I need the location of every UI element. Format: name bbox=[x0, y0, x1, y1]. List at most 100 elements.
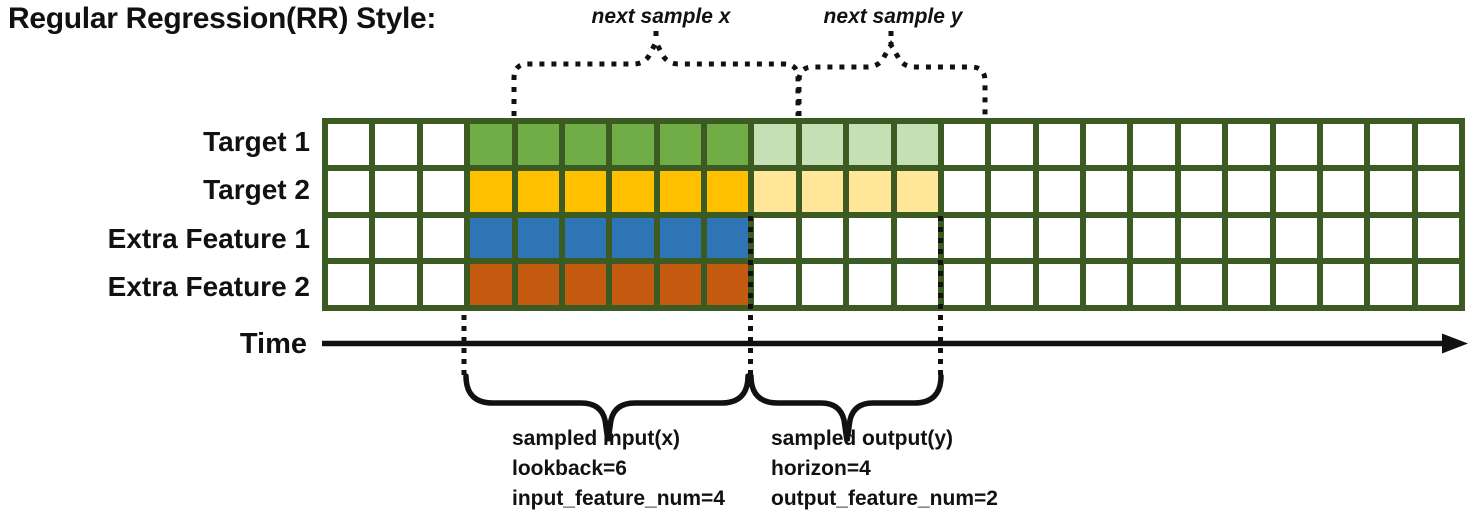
next-sample-y-brace bbox=[796, 40, 988, 116]
grid-cell bbox=[707, 217, 749, 259]
grid-cell bbox=[1275, 124, 1317, 165]
grid-cell bbox=[1086, 170, 1128, 212]
grid-cell bbox=[1275, 170, 1317, 212]
next-sample-y-label: next sample y bbox=[823, 5, 963, 28]
row-label-target-1: Target 1 bbox=[203, 126, 310, 157]
grid-cell bbox=[517, 264, 559, 305]
grid-cell bbox=[659, 124, 701, 165]
grid-cell bbox=[659, 217, 701, 259]
time-axis-label: Time bbox=[239, 328, 307, 360]
grid-cell bbox=[1133, 264, 1175, 305]
grid-cell bbox=[896, 264, 938, 305]
grid-cell bbox=[612, 170, 654, 212]
grid-cell bbox=[801, 124, 844, 165]
grid-cell bbox=[1038, 264, 1080, 305]
grid-cell bbox=[754, 124, 796, 165]
row-label-extra-feature-1: Extra Feature 1 bbox=[107, 222, 310, 254]
grid-cell bbox=[1370, 124, 1412, 165]
grid-cell bbox=[1086, 264, 1128, 305]
grid-cell bbox=[754, 170, 796, 212]
sampled-input-line-1: sampled input(x) bbox=[512, 427, 681, 450]
next-sample-x-brace bbox=[511, 36, 801, 116]
grid-cell bbox=[1370, 264, 1412, 305]
grid-cell bbox=[896, 124, 938, 165]
grid-cell bbox=[1180, 170, 1223, 212]
data-grid bbox=[322, 118, 1465, 311]
diagram-title: Regular Regression(RR) Style: bbox=[8, 2, 437, 35]
grid-cell bbox=[1322, 124, 1365, 165]
grid-cell bbox=[707, 264, 749, 305]
grid-cell bbox=[328, 217, 370, 259]
grid-cell bbox=[1417, 264, 1459, 305]
grid-cell bbox=[943, 264, 986, 305]
grid-cell bbox=[375, 264, 417, 305]
grid-cell bbox=[849, 170, 891, 212]
row-label-target-2: Target 2 bbox=[203, 174, 310, 205]
grid-cell bbox=[422, 217, 465, 259]
grid-cell bbox=[564, 217, 607, 259]
grid-cell bbox=[754, 217, 796, 259]
time-axis-arrowhead bbox=[1442, 333, 1468, 354]
grid-cell bbox=[801, 264, 844, 305]
grid-cell bbox=[422, 124, 465, 165]
grid-cell bbox=[1086, 217, 1128, 259]
grid-cell bbox=[470, 264, 512, 305]
sampled-output-line-1: sampled output(y) bbox=[771, 427, 953, 450]
grid-cell bbox=[707, 124, 749, 165]
grid-cell bbox=[943, 170, 986, 212]
grid-cell bbox=[564, 170, 607, 212]
grid-cell bbox=[328, 170, 370, 212]
grid-cell bbox=[801, 170, 844, 212]
grid-cell bbox=[1180, 217, 1223, 259]
grid-cell bbox=[328, 124, 370, 165]
grid-cell bbox=[659, 170, 701, 212]
grid-cell bbox=[849, 217, 891, 259]
grid-cell bbox=[943, 217, 986, 259]
grid-cell bbox=[422, 264, 465, 305]
next-sample-x-label: next sample x bbox=[591, 5, 731, 28]
grid-cell bbox=[612, 124, 654, 165]
grid-cell bbox=[1417, 170, 1459, 212]
grid-cell bbox=[1370, 217, 1412, 259]
grid-cell bbox=[991, 124, 1033, 165]
grid-cell bbox=[1370, 170, 1412, 212]
grid-cell bbox=[1228, 264, 1270, 305]
grid-cell bbox=[470, 170, 512, 212]
grid-cell bbox=[1180, 264, 1223, 305]
grid-cell bbox=[1133, 217, 1175, 259]
grid-cell bbox=[612, 264, 654, 305]
row-label-extra-feature-2: Extra Feature 2 bbox=[107, 271, 310, 302]
grid-cell bbox=[1228, 170, 1270, 212]
sampled-output-line-2: horizon=4 bbox=[771, 457, 871, 480]
grid-cell bbox=[943, 124, 986, 165]
sampled-output-line-3: output_feature_num=2 bbox=[771, 487, 998, 510]
grid-cell bbox=[1322, 217, 1365, 259]
grid-cell bbox=[1275, 264, 1317, 305]
grid-cell bbox=[849, 264, 891, 305]
grid-cell bbox=[1180, 124, 1223, 165]
grid-cell bbox=[1038, 217, 1080, 259]
grid-cell bbox=[1086, 124, 1128, 165]
grid-cell bbox=[375, 217, 417, 259]
grid-cell bbox=[517, 124, 559, 165]
grid-cell bbox=[375, 170, 417, 212]
grid-cell bbox=[1228, 217, 1270, 259]
grid-cell bbox=[564, 124, 607, 165]
grid-cell bbox=[991, 264, 1033, 305]
grid-cell bbox=[1038, 124, 1080, 165]
sampled-output-annotation: sampled output(y) horizon=4 output_featu… bbox=[771, 424, 998, 514]
grid-cell bbox=[801, 217, 844, 259]
grid-cell bbox=[659, 264, 701, 305]
grid-cell bbox=[1038, 170, 1080, 212]
grid-cell bbox=[564, 264, 607, 305]
grid-cell bbox=[1228, 124, 1270, 165]
grid-cell bbox=[991, 170, 1033, 212]
grid-cell bbox=[470, 124, 512, 165]
grid-cell bbox=[754, 264, 796, 305]
grid-cell bbox=[849, 124, 891, 165]
grid-cell bbox=[896, 217, 938, 259]
sampled-input-line-2: lookback=6 bbox=[512, 457, 627, 480]
grid-cell bbox=[612, 217, 654, 259]
grid-cell bbox=[470, 217, 512, 259]
